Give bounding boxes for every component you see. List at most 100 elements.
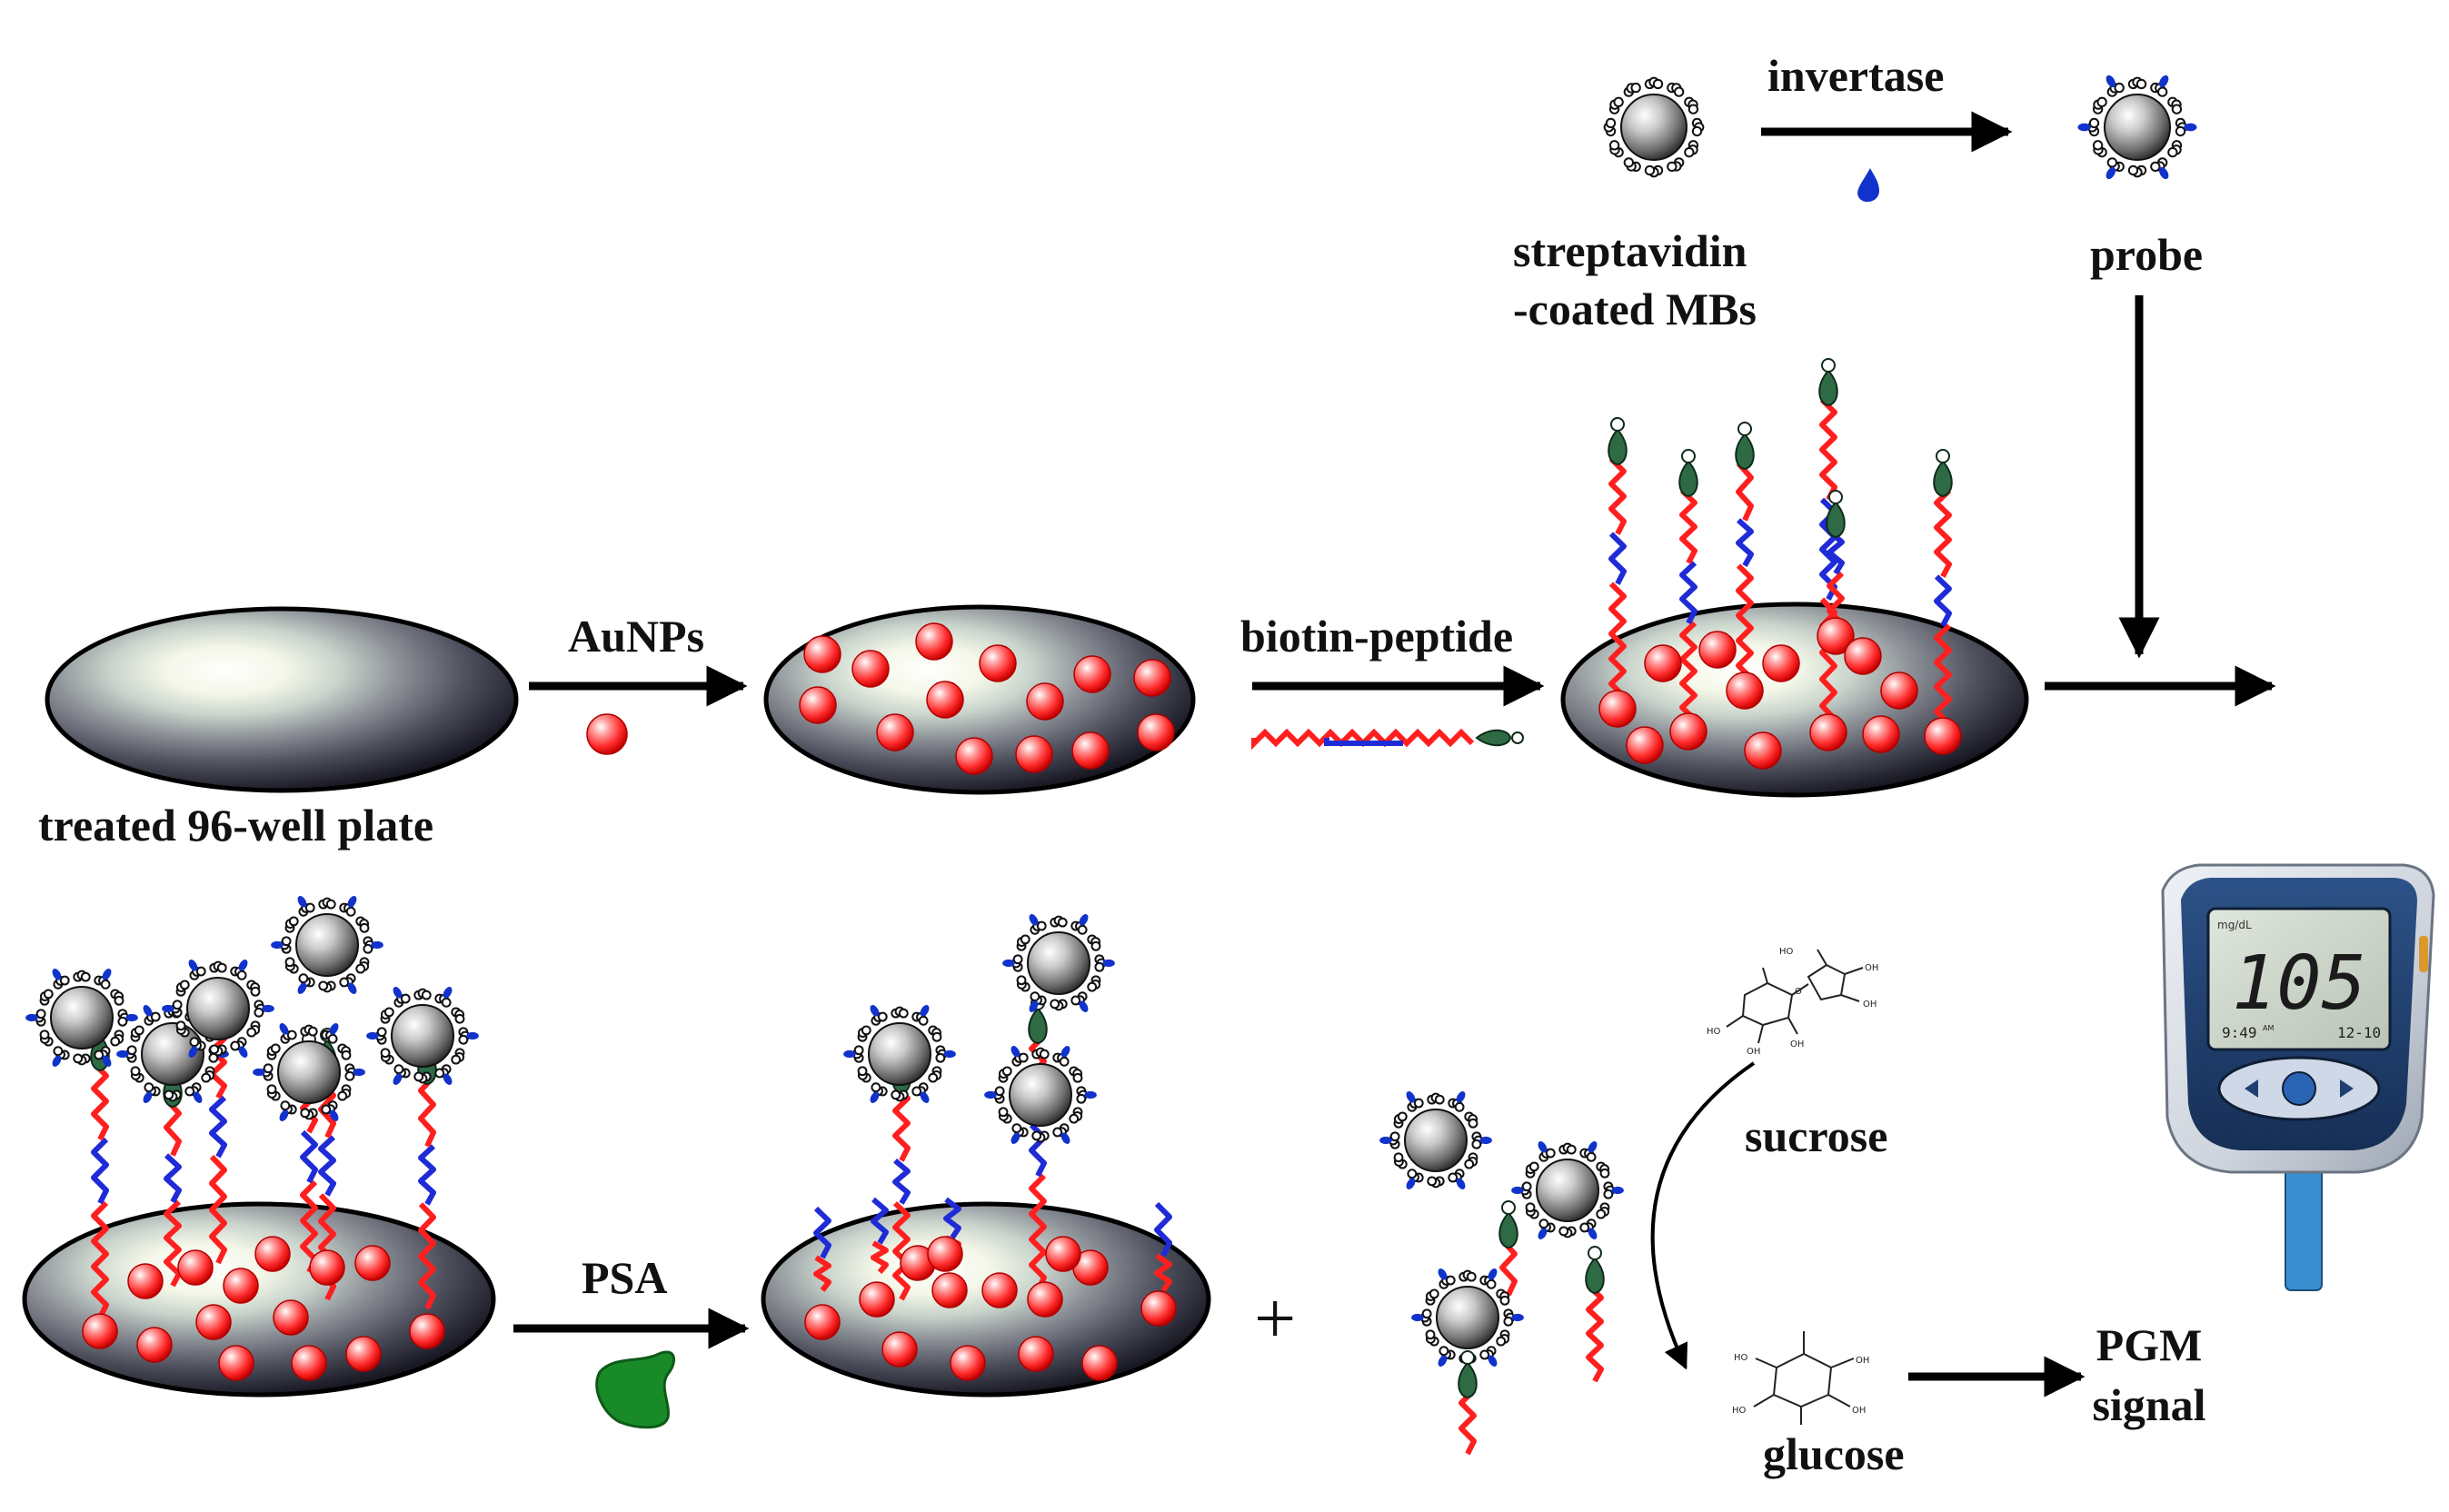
peptide-chain — [1736, 461, 1754, 692]
biotin-tag — [1498, 1200, 1518, 1249]
probe-bead — [271, 896, 383, 994]
aunp-particle — [177, 1249, 214, 1286]
biotin-tag — [1678, 449, 1698, 498]
probe-bead — [1411, 1268, 1524, 1367]
probe-bead — [984, 1046, 1097, 1144]
aunp-particle — [915, 622, 953, 661]
biotin-peptide-label: biotin-peptide — [1240, 611, 1514, 662]
meter-left-button[interactable] — [2245, 1079, 2258, 1098]
aunp-particle — [1924, 717, 1962, 755]
peptide-chain — [1499, 1238, 1518, 1297]
mbs-label-line1: streptavidin — [1513, 225, 1747, 276]
sucrose-label: sucrose — [1745, 1110, 1888, 1161]
psa-antigen-icon — [595, 1350, 676, 1429]
aunp-particle — [82, 1313, 118, 1349]
biotin-tag — [1608, 417, 1628, 466]
probe-label: probe — [2090, 229, 2204, 280]
peptide-chain — [1586, 1283, 1604, 1383]
peptide-chain — [1608, 456, 1627, 711]
psa-label: PSA — [582, 1252, 668, 1303]
probe-bead — [1002, 914, 1115, 1012]
peptide-chain — [813, 1206, 831, 1292]
sucrose-structure-icon — [1726, 949, 1864, 1044]
biotin-tag — [1735, 422, 1755, 471]
aunp-particle — [876, 713, 914, 751]
aunp-particle — [586, 713, 628, 755]
aunp-particle — [851, 650, 890, 688]
aunp-particle — [345, 1336, 382, 1372]
aunp-particle — [1862, 715, 1900, 753]
aunp-particle — [1045, 1236, 1081, 1272]
meter-date: 12-10 — [2337, 1024, 2381, 1041]
sucrose-oh-2: OH — [1863, 1000, 1877, 1010]
aunp-particle — [1744, 731, 1782, 770]
aunp-particle — [1844, 637, 1882, 675]
plate4-assembly — [25, 896, 479, 1381]
aunp-particle — [1698, 631, 1737, 669]
peptide-chain — [871, 1197, 889, 1274]
aunp-particle — [979, 644, 1017, 682]
aunp-particle — [927, 1236, 963, 1272]
treated-plate-label: treated 96-well plate — [38, 800, 434, 850]
aunp-particle — [1762, 644, 1800, 682]
aunp-particle — [1081, 1345, 1118, 1381]
aunp-particle — [223, 1268, 259, 1304]
biotin-tag — [1826, 490, 1846, 539]
aunp-particle — [1140, 1290, 1177, 1327]
aunp-particle — [859, 1281, 895, 1318]
aunp-particle — [1626, 726, 1664, 764]
aunp-particle — [1880, 671, 1918, 710]
probe-bead — [1379, 1091, 1492, 1189]
glucose-label: glucose — [1763, 1428, 1905, 1479]
meter-right-button[interactable] — [2340, 1079, 2354, 1098]
meter-unit: mg/dL — [2217, 919, 2252, 931]
probe-bead — [1511, 1141, 1624, 1239]
sucrose-oh-4: OH — [1790, 1040, 1804, 1049]
glucose-oh-1: OH — [1856, 1356, 1869, 1366]
aunp-particle — [1026, 682, 1064, 721]
plus-sign: + — [1254, 1277, 1297, 1359]
aunp-particle — [981, 1272, 1018, 1308]
meter-side-button[interactable] — [2419, 936, 2428, 972]
treated-plate — [45, 606, 519, 793]
test-strip — [2285, 1153, 2323, 1291]
aunp-particle — [291, 1345, 327, 1381]
peptide-chain — [892, 1083, 911, 1301]
plate3-peptides — [1598, 358, 1962, 770]
probe-bead — [843, 1005, 956, 1103]
aunp-particle — [354, 1245, 391, 1281]
glucose-oh-2: OH — [1852, 1406, 1866, 1416]
meter-reading: 105 — [2232, 940, 2366, 1027]
biotin-tag — [1933, 449, 1953, 498]
invertase-label: invertase — [1767, 50, 1945, 101]
aunp-particle — [409, 1313, 445, 1349]
sucrose-ho-1: HO — [1779, 947, 1794, 957]
probe-bead — [366, 987, 479, 1085]
aunp-particle — [931, 1272, 968, 1308]
aunp-particle — [926, 681, 964, 719]
plate5-assembly — [804, 914, 1177, 1381]
aunp-particle — [799, 686, 837, 724]
peptide-chain — [1458, 1388, 1477, 1456]
probe-bead — [162, 960, 274, 1058]
sucrose-atom-labels: HO OH OH HO OH OH O — [1707, 947, 1878, 1057]
aunp-particle — [1133, 659, 1171, 697]
glucose-ho-2: HO — [1734, 1353, 1748, 1363]
probe-bead — [253, 1023, 365, 1121]
aunp-particle — [1817, 617, 1855, 655]
aunp-particle — [218, 1345, 254, 1381]
aunp-particle — [804, 1304, 841, 1340]
peptide-chain — [91, 1060, 109, 1319]
meter-power-button[interactable] — [2282, 1071, 2316, 1106]
aunp-particle — [195, 1304, 232, 1340]
aunps-label: AuNPs — [568, 611, 705, 662]
aunp-particle — [1598, 690, 1637, 728]
sucrose-oh-3: OH — [1747, 1047, 1760, 1057]
aunp-reagent — [586, 713, 628, 755]
aunp-particle — [309, 1249, 345, 1286]
meter-time-suffix: AM — [2263, 1024, 2274, 1032]
probe-bead — [25, 969, 138, 1067]
aunp-particle — [273, 1299, 309, 1336]
aunp-particle — [1669, 712, 1707, 751]
